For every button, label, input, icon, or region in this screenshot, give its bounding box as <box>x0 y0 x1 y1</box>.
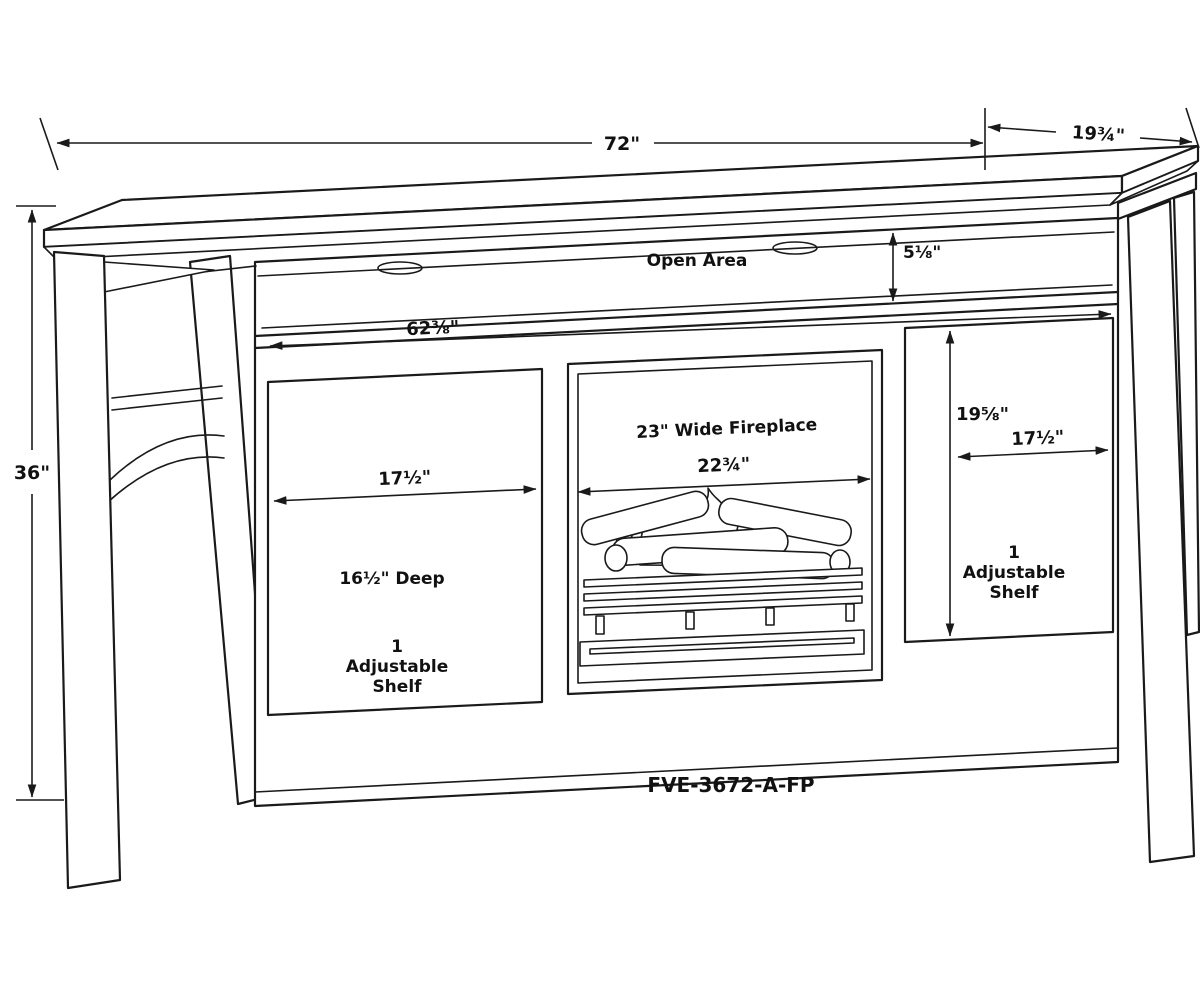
left-depth-label: 16½" Deep <box>339 569 444 589</box>
right-shelf-line3: Shelf <box>989 583 1039 603</box>
front-left-leg <box>52 250 122 890</box>
overall-width-label: 72" <box>604 133 640 155</box>
side-shelf <box>111 385 223 411</box>
overall-depth-label: 19¾" <box>1071 122 1125 147</box>
wire-grommet-icon <box>377 261 423 275</box>
back-right-leg <box>1172 190 1200 637</box>
wire-grommet-icon <box>772 241 818 255</box>
fire-grate <box>583 567 863 635</box>
dimension-overall-depth: 19¾" <box>987 107 1200 149</box>
right-shelf-line1: 1 <box>1008 543 1020 563</box>
right-opening-height-label: 19⅝" <box>956 404 1009 425</box>
log-icon <box>580 490 852 580</box>
fireplace-base-vent <box>579 629 865 667</box>
dimension-open-area-width: 62⅜" <box>269 310 1112 350</box>
model-number: FVE-3672-A-FP <box>647 773 814 797</box>
front-right-leg <box>1126 199 1196 864</box>
open-area-height-label: 5⅛" <box>903 243 941 263</box>
fireplace-opening-width-label: 22¾" <box>697 454 751 477</box>
open-area-width-label: 62⅜" <box>406 317 460 340</box>
dimension-left-opening: 17½" 16½" Deep 1 Adjustable Shelf <box>273 467 537 697</box>
left-shelf-line1: 1 <box>391 637 403 657</box>
left-shelf-line3: Shelf <box>372 677 422 697</box>
right-opening-width-label: 17½" <box>1011 427 1065 450</box>
dimension-right-opening: 19⅝" 17½" 1 Adjustable Shelf <box>945 330 1109 637</box>
right-shelf-line2: Adjustable <box>963 563 1066 583</box>
dimension-overall-width: 72" <box>39 108 986 171</box>
dimension-overall-height: 36" <box>14 205 64 801</box>
left-cabinet-opening <box>266 367 544 717</box>
dimension-open-area: Open Area 5⅛" <box>647 232 941 302</box>
left-opening-width-label: 17½" <box>378 467 432 490</box>
overall-height-label: 36" <box>14 462 50 484</box>
open-area-label: Open Area <box>647 251 748 271</box>
right-corbel-rail <box>1116 171 1198 221</box>
left-shelf-line2: Adjustable <box>346 657 449 677</box>
side-arch-apron <box>107 434 225 503</box>
fireplace-fire <box>579 487 865 667</box>
